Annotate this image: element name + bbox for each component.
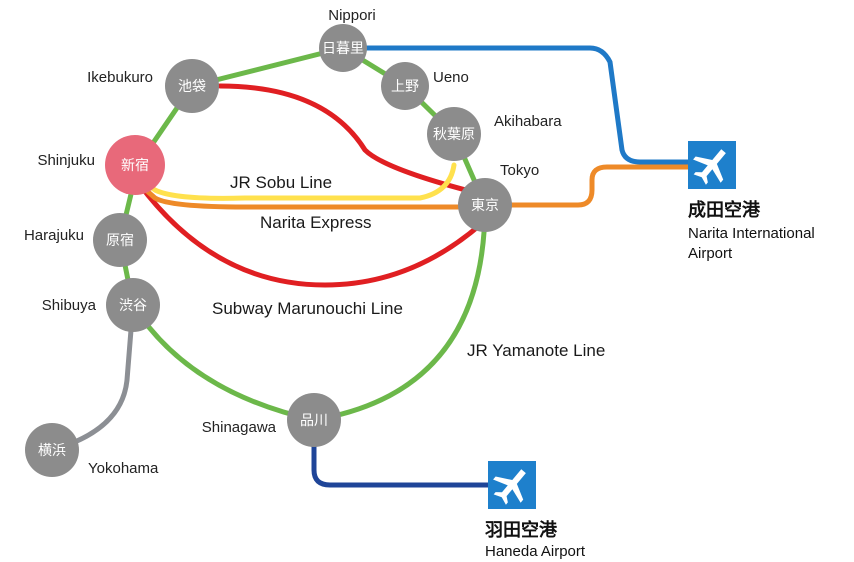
haneda-airport[interactable]: 羽田空港 Haneda Airport xyxy=(485,460,586,560)
marunouchi-line-north xyxy=(217,83,488,198)
station-shibuya-en: Shibuya xyxy=(42,297,97,314)
station-yokohama-jp: 横浜 xyxy=(38,443,66,459)
station-harajuku[interactable]: 原宿 Harajuku xyxy=(24,213,147,267)
station-tokyo-jp: 東京 xyxy=(471,198,499,214)
station-shibuya-jp: 渋谷 xyxy=(119,298,147,314)
marunouchi-line-south xyxy=(137,182,483,288)
narita-airport-en-line2: Airport xyxy=(688,245,733,262)
narita-airport-jp: 成田空港 xyxy=(688,199,761,221)
narita-express-line xyxy=(135,180,488,210)
station-shinagawa[interactable]: 品川 Shinagawa xyxy=(202,393,341,447)
yamanote-line-label: JR Yamanote Line xyxy=(467,341,605,360)
station-nippori-jp: 日暮里 xyxy=(322,41,364,57)
narita-airport[interactable]: 成田空港 Narita International Airport xyxy=(686,140,815,262)
station-shinjuku-en: Shinjuku xyxy=(37,152,95,169)
station-ikebukuro[interactable]: 池袋 Ikebukuro xyxy=(87,59,219,113)
station-ueno-en: Ueno xyxy=(433,69,469,86)
station-shinagawa-jp: 品川 xyxy=(300,413,328,429)
haneda-airport-jp: 羽田空港 xyxy=(485,519,558,541)
airplane-icon xyxy=(493,469,526,505)
narita-express-label: Narita Express xyxy=(260,213,371,232)
sobu-line-label: JR Sobu Line xyxy=(230,173,332,192)
sobu-line xyxy=(135,162,457,201)
airplane-icon xyxy=(693,149,726,185)
station-nippori-en: Nippori xyxy=(328,7,376,24)
station-yokohama-en: Yokohama xyxy=(88,460,159,477)
station-tokyo-en: Tokyo xyxy=(500,162,539,179)
skyliner-line xyxy=(340,45,691,165)
station-harajuku-en: Harajuku xyxy=(24,227,84,244)
station-ueno[interactable]: 上野 Ueno xyxy=(381,62,469,110)
station-shibuya[interactable]: 渋谷 Shibuya xyxy=(42,278,160,332)
station-akihabara-en: Akihabara xyxy=(494,113,562,130)
station-akihabara-jp: 秋葉原 xyxy=(433,127,475,143)
station-shinagawa-en: Shinagawa xyxy=(202,419,277,436)
keikyu-line xyxy=(311,417,493,488)
marunouchi-line-label: Subway Marunouchi Line xyxy=(212,299,403,318)
narita-airport-en-line1: Narita International xyxy=(688,225,815,242)
station-nippori[interactable]: 日暮里 Nippori xyxy=(319,7,376,72)
station-ikebukuro-jp: 池袋 xyxy=(178,79,206,95)
station-ikebukuro-en: Ikebukuro xyxy=(87,69,153,86)
station-shinjuku[interactable]: 新宿 Shinjuku xyxy=(37,135,165,195)
station-tokyo[interactable]: 東京 Tokyo xyxy=(458,162,539,232)
narita-express-airport-segment xyxy=(482,164,691,208)
station-ueno-jp: 上野 xyxy=(391,79,419,95)
station-akihabara[interactable]: 秋葉原 Akihabara xyxy=(427,107,562,161)
station-shinjuku-jp: 新宿 xyxy=(121,157,149,174)
station-harajuku-jp: 原宿 xyxy=(106,232,134,249)
haneda-airport-en: Haneda Airport xyxy=(485,543,586,560)
station-yokohama[interactable]: 横浜 Yokohama xyxy=(25,423,159,477)
